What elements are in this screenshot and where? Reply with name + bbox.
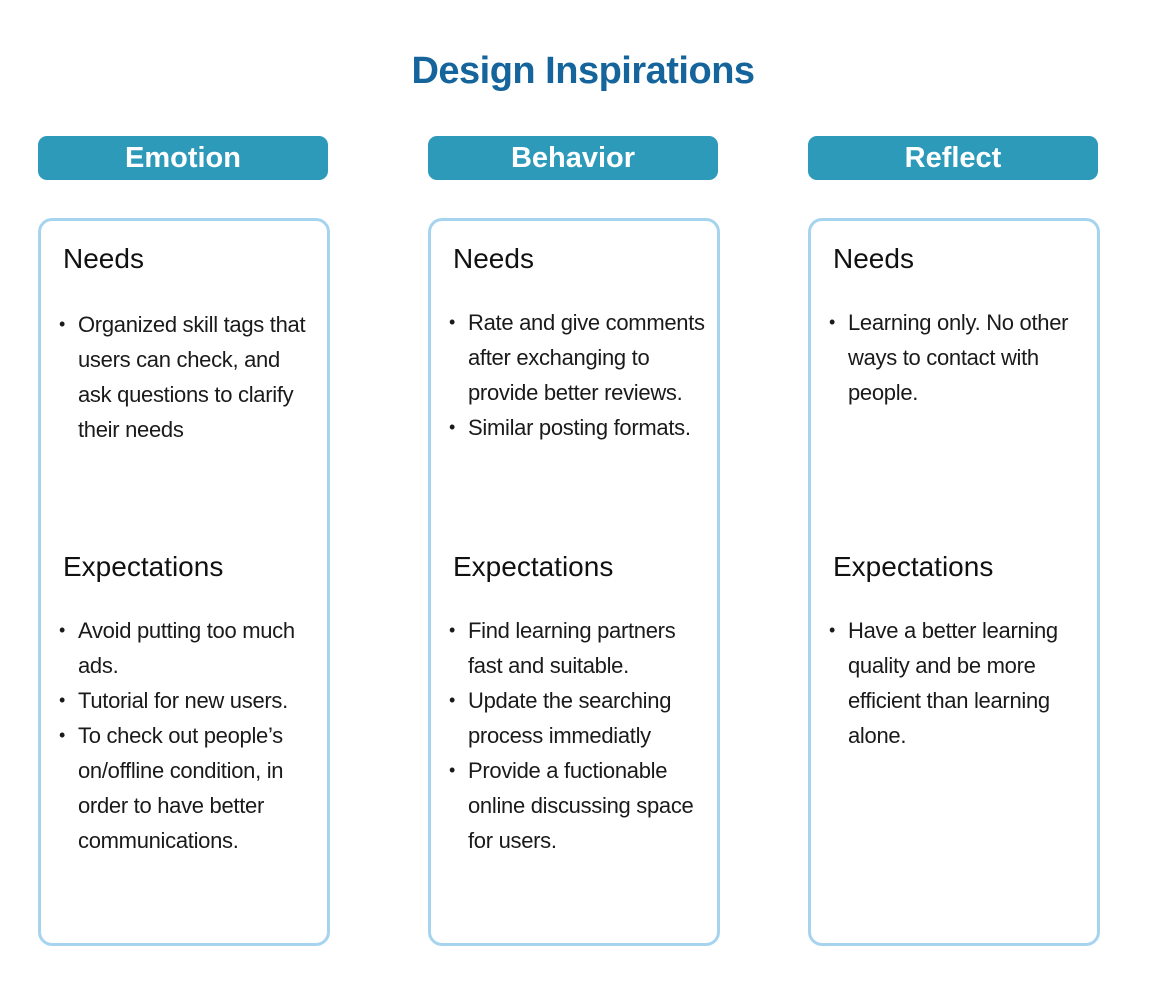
needs-list: Learning only. No other ways to contact … — [829, 305, 1087, 410]
expectations-item: Avoid putting too much ads. — [59, 613, 317, 683]
expectations-section: Expectations Avoid putting too much ads.… — [59, 551, 317, 858]
expectations-heading: Expectations — [453, 551, 614, 582]
expectations-item: Have a better learning quality and be mo… — [829, 613, 1087, 753]
column-header-behavior: Behavior — [428, 136, 718, 180]
needs-section: Needs Rate and give comments after excha… — [449, 243, 707, 445]
needs-item: Rate and give comments after exchanging … — [449, 305, 707, 410]
expectations-heading: Expectations — [833, 551, 994, 582]
card-reflect: Needs Learning only. No other ways to co… — [808, 218, 1100, 946]
needs-list: Rate and give comments after exchanging … — [449, 305, 707, 445]
page-title: Design Inspirations — [411, 50, 755, 92]
card-behavior: Needs Rate and give comments after excha… — [428, 218, 720, 946]
expectations-item: Find learning partners fast and suitable… — [449, 613, 707, 683]
needs-item: Organized skill tags that users can chec… — [59, 307, 317, 447]
expectations-item: To check out people’s on/offline conditi… — [59, 718, 317, 858]
expectations-heading: Expectations — [63, 551, 224, 582]
expectations-section: Expectations Find learning partners fast… — [449, 551, 707, 858]
needs-heading: Needs — [453, 243, 534, 274]
expectations-item: Provide a fuctionable online discussing … — [449, 753, 707, 858]
needs-section: Needs Learning only. No other ways to co… — [829, 243, 1087, 410]
expectations-list: Find learning partners fast and suitable… — [449, 613, 707, 858]
needs-heading: Needs — [833, 243, 914, 274]
column-reflect: Reflect Needs Learning only. No other wa… — [808, 136, 1100, 946]
expectations-list: Have a better learning quality and be mo… — [829, 613, 1087, 753]
expectations-item: Update the searching process immediatly — [449, 683, 707, 753]
needs-section: Needs Organized skill tags that users ca… — [59, 243, 317, 447]
card-emotion: Needs Organized skill tags that users ca… — [38, 218, 330, 946]
column-behavior: Behavior Needs Rate and give comments af… — [428, 136, 720, 946]
needs-list: Organized skill tags that users can chec… — [59, 307, 317, 447]
column-emotion: Emotion Needs Organized skill tags that … — [38, 136, 330, 946]
needs-item: Similar posting formats. — [449, 410, 707, 445]
column-header-reflect: Reflect — [808, 136, 1098, 180]
needs-heading: Needs — [63, 243, 144, 274]
expectations-item: Tutorial for new users. — [59, 683, 317, 718]
needs-item: Learning only. No other ways to contact … — [829, 305, 1087, 410]
expectations-list: Avoid putting too much ads. Tutorial for… — [59, 613, 317, 858]
column-header-emotion: Emotion — [38, 136, 328, 180]
expectations-section: Expectations Have a better learning qual… — [829, 551, 1087, 753]
